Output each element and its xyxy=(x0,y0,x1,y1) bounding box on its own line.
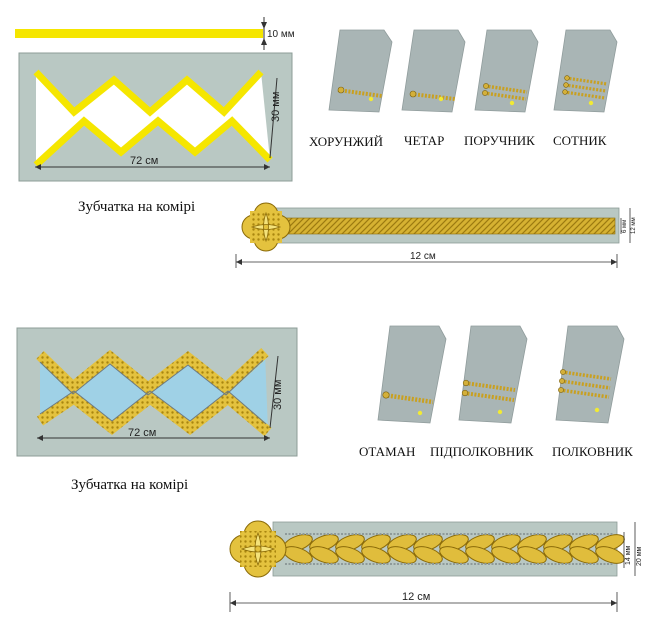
braid-link xyxy=(543,546,573,564)
braid-link xyxy=(413,546,443,564)
rank-strap-poruchnyk xyxy=(474,29,539,113)
braid-link xyxy=(439,546,469,564)
braid-link xyxy=(335,546,365,564)
rank-strap-polkovnyk xyxy=(555,325,625,424)
braid-link xyxy=(387,546,417,564)
collar-width-label-2: 72 см xyxy=(128,427,156,439)
collar-height-label: 30 мм xyxy=(270,92,282,122)
rank-label-2: ПОРУЧНИК xyxy=(464,133,535,148)
stripe-sample: 10 мм xyxy=(15,17,295,50)
braid-pattern xyxy=(283,533,625,565)
rank-strap-pidpolkovnyk xyxy=(458,325,528,424)
rank-strap-sotnyk xyxy=(553,29,618,113)
rosette-icon-2 xyxy=(229,520,287,578)
rank-label-polkovnyk: ПОЛКОВНИК xyxy=(552,444,633,459)
collar-width-label: 72 см xyxy=(130,155,158,167)
cord-bottom-dim-outer: 20 мм xyxy=(636,546,643,566)
cord-top: 6 мм 12 мм 12 см xyxy=(235,202,637,268)
braid-link xyxy=(465,546,495,564)
cord-top-dim-outer: 12 мм xyxy=(631,217,637,234)
cord-bottom-dim-inner: 14 мм xyxy=(625,545,632,565)
rank-label-1: ЧЕТАР xyxy=(404,133,444,148)
braid-link xyxy=(361,546,391,564)
collar-caption-top: Зубчатка на комірі xyxy=(78,199,195,215)
collar-panel-bottom: 30 мм 72 см xyxy=(16,327,298,457)
rank-strap-otaman xyxy=(377,325,447,424)
collar-panel-top: 30 мм 72 см xyxy=(18,52,293,182)
stripe-dim-label: 10 мм xyxy=(267,29,295,40)
braid-link xyxy=(517,546,547,564)
collar-height-label-2: 30 мм xyxy=(272,380,284,410)
rank-strap-khorunzhyi xyxy=(328,29,393,113)
cord-bottom: 14 мм 20 мм 12 см xyxy=(229,520,643,612)
rosette-icon xyxy=(241,202,291,252)
cord-top-length: 12 см xyxy=(410,251,436,262)
braid-link xyxy=(569,546,599,564)
collar-caption-bottom: Зубчатка на комірі xyxy=(71,477,188,493)
rank-label-3: СОТНИК xyxy=(553,133,607,148)
rank-label-0: ХОРУНЖИЙ xyxy=(309,134,383,149)
braid-link xyxy=(309,546,339,564)
rank-label-pidpolkovnyk: ПІДПОЛКОВНИК xyxy=(430,444,534,459)
rank-strap-chetar xyxy=(401,29,466,113)
cord-bottom-length: 12 см xyxy=(402,591,430,603)
braid-link xyxy=(491,546,521,564)
rank-label-otaman: ОТАМАН xyxy=(359,444,415,459)
cord-top-dim-inner: 6 мм xyxy=(622,220,628,233)
